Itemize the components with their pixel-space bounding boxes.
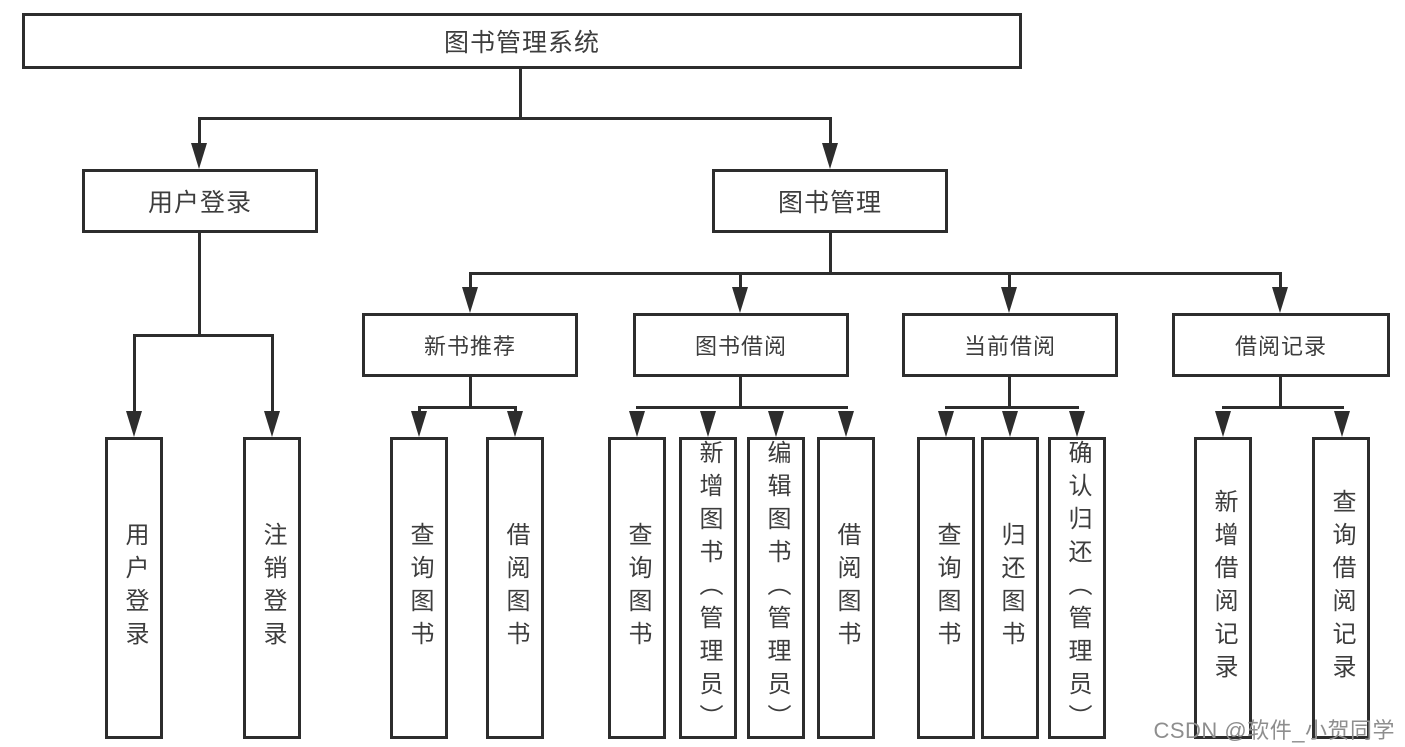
connector-line (271, 334, 274, 414)
node-book-borrowing: 图书借阅 (633, 313, 849, 377)
arrow-down-icon (938, 411, 954, 437)
arrow-down-icon (629, 411, 645, 437)
leaf-user-login: 用户登录 (105, 437, 163, 739)
node-label: 查询图书 (933, 522, 960, 654)
leaf-borrow-books-recommend: 借阅图书 (486, 437, 544, 739)
arrow-down-icon (768, 411, 784, 437)
arrow-down-icon (411, 411, 427, 437)
node-user-login: 用户登录 (82, 169, 318, 233)
node-label: 新增图书（管理员） (695, 440, 722, 737)
leaf-confirm-return-admin: 确认归还（管理员） (1048, 437, 1106, 739)
connector-line (418, 406, 421, 414)
connector-line (514, 406, 517, 414)
connector-line (469, 272, 472, 290)
node-label: 用户登录 (147, 189, 252, 217)
node-label: 图书管理 (777, 189, 882, 217)
leaf-borrow-books: 借阅图书 (817, 437, 875, 739)
arrow-down-icon (507, 411, 523, 437)
node-current-borrowing: 当前借阅 (902, 313, 1118, 377)
node-label: 查询图书 (624, 522, 651, 654)
arrow-down-icon (1001, 287, 1017, 313)
connector-line (1279, 272, 1282, 290)
node-label: 用户登录 (121, 522, 148, 654)
leaf-query-books-borrow: 查询图书 (608, 437, 666, 739)
node-library-system: 图书管理系统 (22, 13, 1022, 69)
node-label: 图书借阅 (694, 334, 787, 359)
arrow-down-icon (822, 143, 838, 169)
node-label: 借阅记录 (1234, 334, 1327, 359)
arrow-down-icon (1069, 411, 1085, 437)
node-new-book-recommendation: 新书推荐 (362, 313, 578, 377)
connector-line (1279, 377, 1282, 408)
leaf-query-borrow-record: 查询借阅记录 (1312, 437, 1370, 739)
connector-line (519, 69, 522, 119)
arrow-down-icon (700, 411, 716, 437)
connector-line (739, 272, 742, 290)
leaf-query-books-current: 查询图书 (917, 437, 975, 739)
watermark: CSDN @软件_小贺同学 (1153, 718, 1395, 743)
connector-line (1222, 406, 1344, 409)
arrow-down-icon (838, 411, 854, 437)
arrow-down-icon (264, 411, 280, 437)
connector-line (829, 233, 832, 274)
node-borrowing-records: 借阅记录 (1172, 313, 1390, 377)
arrow-down-icon (126, 411, 142, 437)
node-book-management: 图书管理 (712, 169, 948, 233)
connector-line (418, 406, 517, 409)
connector-line (133, 334, 274, 337)
connector-line (469, 272, 1282, 275)
connector-line (469, 377, 472, 408)
connector-line (1008, 272, 1011, 290)
connector-line (198, 233, 201, 336)
node-label: 查询图书 (406, 522, 433, 654)
connector-line (198, 117, 832, 120)
connector-line (945, 406, 1079, 409)
leaf-logout: 注销登录 (243, 437, 301, 739)
node-label: 归还图书 (997, 522, 1024, 654)
node-label: 确认归还（管理员） (1064, 440, 1091, 737)
node-label: 当前借阅 (963, 334, 1056, 359)
leaf-return-books: 归还图书 (981, 437, 1039, 739)
node-label: 借阅图书 (502, 522, 529, 654)
arrow-down-icon (732, 287, 748, 313)
node-label: 新增借阅记录 (1210, 489, 1237, 687)
connector-line (636, 406, 848, 409)
arrow-down-icon (1334, 411, 1350, 437)
leaf-query-books-recommend: 查询图书 (390, 437, 448, 739)
arrow-down-icon (1002, 411, 1018, 437)
arrow-down-icon (1272, 287, 1288, 313)
node-label: 编辑图书（管理员） (763, 440, 790, 737)
connector-line (198, 117, 201, 145)
arrow-down-icon (1215, 411, 1231, 437)
connector-line (133, 334, 136, 414)
node-label: 借阅图书 (833, 522, 860, 654)
node-label: 注销登录 (259, 522, 286, 654)
arrow-down-icon (191, 143, 207, 169)
leaf-add-borrow-record: 新增借阅记录 (1194, 437, 1252, 739)
node-label: 查询借阅记录 (1328, 489, 1355, 687)
leaf-edit-books-admin: 编辑图书（管理员） (747, 437, 805, 739)
arrow-down-icon (462, 287, 478, 313)
node-label: 新书推荐 (423, 334, 516, 359)
leaf-add-books-admin: 新增图书（管理员） (679, 437, 737, 739)
connector-line (1008, 377, 1011, 408)
connector-line (829, 117, 832, 145)
connector-line (739, 377, 742, 408)
node-label: 图书管理系统 (443, 29, 600, 57)
